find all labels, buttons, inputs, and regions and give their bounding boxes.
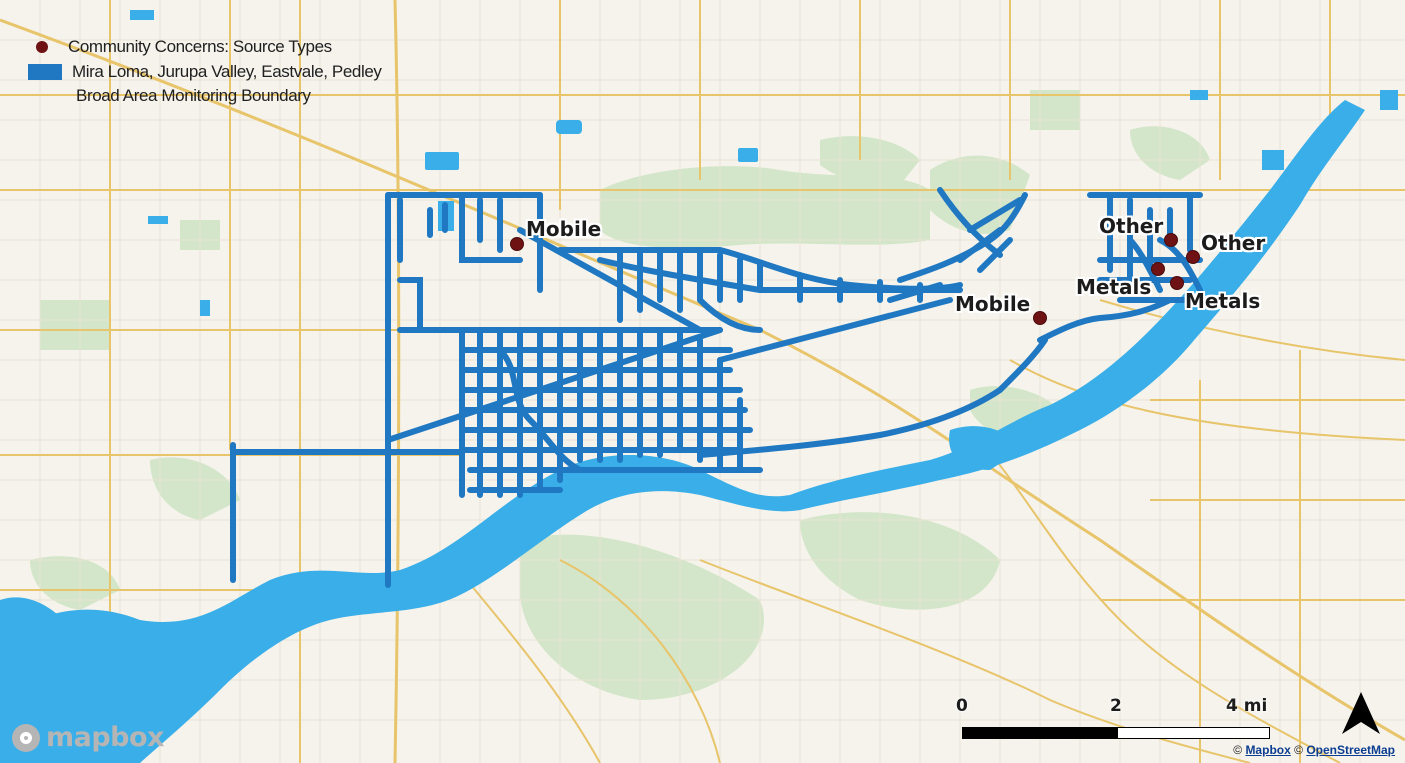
attribution-mapbox-link[interactable]: Mapbox (1245, 743, 1291, 757)
label-mobile-west: Mobile (526, 217, 602, 241)
legend-row-concerns: Community Concerns: Source Types (28, 34, 382, 59)
concern-marker-metals-right[interactable] (1170, 276, 1184, 290)
attribution-copyright-1: © (1233, 743, 1243, 757)
north-arrow-icon (1342, 692, 1380, 734)
label-mobile-east: Mobile (955, 292, 1031, 316)
scale-tick-4: 4 mi (1226, 696, 1268, 716)
concern-marker-swatch (36, 40, 48, 53)
label-other-top: Other (1099, 214, 1164, 238)
label-metals-left: Metals (1076, 275, 1152, 299)
attribution-osm-link[interactable]: OpenStreetMap (1306, 743, 1395, 757)
mapbox-logo-icon (12, 723, 40, 752)
label-metals-right: Metals (1185, 289, 1261, 313)
attribution-copyright-2: © (1294, 743, 1303, 757)
legend-concern-label: Community Concerns: Source Types (68, 36, 332, 56)
label-other-right: Other (1201, 231, 1266, 255)
concern-marker-other-right[interactable] (1186, 250, 1200, 264)
map-legend: Community Concerns: Source Types Mira Lo… (28, 34, 382, 108)
boundary-swatch (28, 63, 62, 80)
legend-row-boundary: Mira Loma, Jurupa Valley, Eastvale, Pedl… (28, 59, 382, 84)
map-attribution: © Mapbox © OpenStreetMap (1233, 743, 1395, 757)
monitoring-boundary-network (230, 187, 1203, 588)
concern-marker-mobile-west[interactable] (510, 237, 524, 251)
scale-segment-white (1117, 727, 1270, 739)
scale-bar: 0 2 4 mi (956, 696, 1270, 744)
concern-marker-other-top[interactable] (1164, 233, 1178, 247)
mapbox-logo[interactable]: mapbox (12, 722, 164, 753)
scale-tick-2: 2 (1110, 696, 1122, 716)
mapbox-logo-text: mapbox (46, 722, 164, 753)
concern-marker-mobile-east[interactable] (1033, 311, 1047, 325)
legend-boundary-label-line1: Mira Loma, Jurupa Valley, Eastvale, Pedl… (72, 61, 382, 81)
scale-tick-0: 0 (956, 696, 968, 716)
concern-marker-metals-left[interactable] (1151, 262, 1165, 276)
legend-boundary-label-line2: Broad Area Monitoring Boundary (76, 86, 311, 105)
scale-segment-black (962, 727, 1117, 739)
